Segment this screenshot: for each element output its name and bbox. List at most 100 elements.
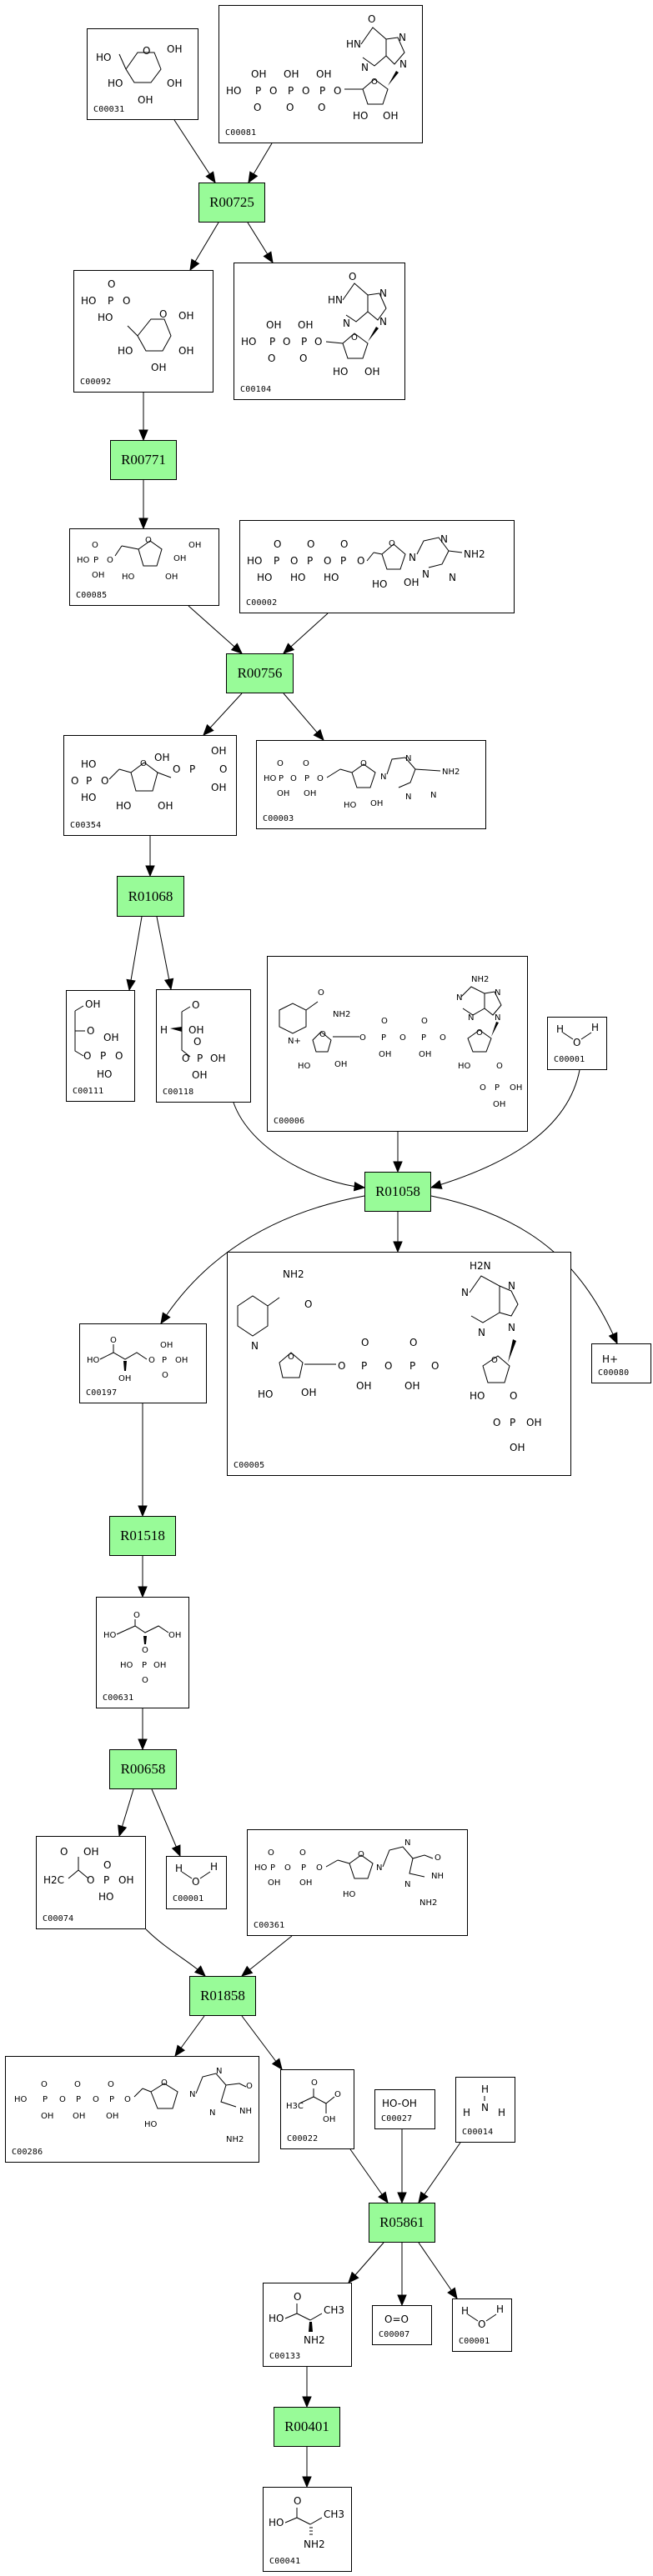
svg-text:OH: OH (379, 1050, 391, 1059)
compound-node[interactable]: O HO P O HO O OH HO OH OH C00092 (73, 270, 213, 393)
compound-node[interactable]: NH2 O N O HO OH O P O P O O O OH OH H2N … (227, 1252, 571, 1476)
svg-text:N: N (251, 1340, 259, 1352)
svg-text:HO: HO (81, 792, 96, 803)
compound-node[interactable]: HO O P O HO O OH OH O P O OH HO OH C0035… (63, 735, 237, 836)
compound-id: C00111 (73, 1087, 104, 1096)
compound-node[interactable]: O HO CH3 NH2 C00133 (263, 2283, 352, 2367)
compound-node[interactable]: H O H C00001 (452, 2298, 512, 2352)
svg-text:O: O (294, 2291, 301, 2303)
svg-text:OH: OH (92, 571, 104, 580)
svg-text:HO-OH: HO-OH (382, 2098, 417, 2109)
compound-node[interactable]: H O H C00001 (166, 1856, 227, 1909)
compound-node[interactable]: O OH H2C O P OH O HO C00074 (36, 1836, 146, 1929)
compound-id: C00085 (76, 591, 108, 600)
compound-node[interactable]: OH O OH O P O HO C00111 (66, 990, 135, 1102)
svg-text:O: O (318, 102, 325, 113)
svg-text:NH2: NH2 (471, 975, 489, 984)
compound-node[interactable]: O H3C O OH C00022 (280, 2069, 354, 2149)
svg-text:OH: OH (404, 577, 419, 588)
svg-text:HO: HO (77, 556, 90, 565)
reaction-node[interactable]: R00401 (274, 2407, 340, 2447)
svg-text:OH: OH (323, 2115, 335, 2124)
svg-text:OH: OH (160, 1341, 173, 1350)
svg-text:P: P (495, 1083, 500, 1093)
compound-node[interactable]: HO-OH C00027 (374, 2089, 435, 2129)
svg-text:HO: HO (241, 336, 256, 348)
svg-text:O: O (268, 353, 275, 364)
svg-text:O: O (103, 1859, 111, 1871)
reaction-node[interactable]: R01058 (364, 1172, 431, 1212)
svg-text:HO: HO (87, 1356, 100, 1365)
compound-id: C00354 (70, 821, 102, 830)
svg-text:O: O (338, 1360, 345, 1372)
svg-text:O: O (381, 1017, 388, 1026)
compound-node[interactable]: O O O HO P O P O P O OH OH OH O N N O NH… (5, 2056, 259, 2163)
reaction-node[interactable]: R01068 (117, 876, 184, 917)
structure-2-phosphoglycerate: O HO OH O HO P OH O (103, 1611, 181, 1685)
compound-node[interactable]: O=O C00007 (372, 2305, 432, 2345)
structure-phosphoenolpyruvate: O OH H2C O P OH O HO (43, 1846, 133, 1903)
compound-node[interactable]: O HO P O OH O OH OH HO OH C00085 (69, 528, 219, 606)
svg-text:O: O (314, 336, 322, 348)
svg-text:O: O (573, 1037, 580, 1048)
svg-text:OH: OH (167, 43, 182, 55)
arrowhead (248, 171, 259, 184)
compound-id: C00133 (269, 2352, 301, 2361)
arrowhead (348, 2271, 359, 2283)
reaction-node[interactable]: R01858 (189, 1976, 256, 2016)
svg-text:P: P (381, 1033, 386, 1043)
svg-text:O: O (324, 555, 331, 567)
compound-node[interactable]: OH OH OH HO P O P O P O O O O O O HN N N… (219, 5, 423, 143)
compound-node[interactable]: O NH2 N+ O HO OH O P O P O O O OH OH NH2… (267, 956, 528, 1132)
svg-text:O: O (299, 1848, 306, 1858)
svg-text:O: O (284, 1863, 291, 1873)
compound-node[interactable]: O HO CH3 NH2 C00041 (263, 2487, 352, 2572)
svg-text:O: O (368, 13, 375, 25)
svg-text:NH2: NH2 (333, 1010, 350, 1019)
svg-text:N: N (495, 1013, 500, 1023)
reaction-node[interactable]: R01518 (109, 1516, 176, 1556)
svg-text:OH: OH (277, 789, 289, 798)
svg-text:OH: OH (419, 1050, 431, 1059)
compound-node[interactable]: H H N H C00014 (455, 2077, 515, 2143)
svg-text:O: O (431, 1360, 439, 1372)
svg-text:P: P (189, 763, 195, 775)
svg-text:H: H (160, 1024, 168, 1036)
compound-node[interactable]: H O H C00001 (547, 1017, 607, 1070)
compound-id: C00002 (246, 598, 278, 608)
svg-text:P: P (510, 1417, 515, 1428)
svg-text:O: O (421, 1017, 428, 1026)
compound-node[interactable]: O O HO P O P O OH OH O N N NH2 N N HO OH… (256, 740, 486, 829)
reaction-node[interactable]: R00658 (109, 1749, 177, 1789)
compound-node[interactable]: O HO OH O P OH OH O C00197 (79, 1323, 207, 1403)
structure-ammonia: H H N H (463, 2083, 505, 2118)
svg-text:O: O (290, 555, 298, 567)
compound-node[interactable]: O O HO P O P O OH OH O N N O NH N NH2 HO… (247, 1829, 468, 1936)
compound-node[interactable]: O H OH O O P OH OH C00118 (156, 989, 251, 1103)
compound-node[interactable]: OH OH HO P O P O O O O HN N N N O HO OH … (234, 263, 405, 400)
svg-text:NH2: NH2 (283, 1268, 304, 1280)
structure-oxygen: O=O (384, 2313, 409, 2325)
svg-text:HO: HO (353, 110, 368, 122)
reaction-node[interactable]: R00756 (226, 653, 294, 693)
svg-text:O: O (358, 1850, 364, 1859)
svg-text:O: O (108, 278, 115, 290)
arrowhead (393, 1161, 403, 1173)
reaction-node[interactable]: R00771 (110, 440, 177, 480)
compound-id: C00027 (381, 2114, 413, 2123)
structure-fructose-6-phosphate: O HO P O OH O OH OH HO OH (77, 536, 201, 582)
reaction-node[interactable]: R00725 (198, 183, 265, 223)
compound-node[interactable]: HO O OH HO OH OH C00031 (87, 28, 198, 120)
svg-text:O: O (83, 1050, 91, 1062)
reaction-node[interactable]: R05861 (369, 2203, 435, 2243)
svg-text:O: O (389, 539, 395, 548)
svg-text:O: O (510, 1390, 517, 1402)
svg-text:O: O (290, 774, 297, 783)
compound-node[interactable]: O HO OH O HO P OH O C00631 (96, 1597, 189, 1708)
compound-node[interactable]: H+ C00080 (591, 1343, 651, 1383)
svg-text:H: H (591, 1022, 599, 1033)
compound-node[interactable]: O O O HO P O P O P O HO HO HO O N N NH2 … (239, 520, 515, 613)
svg-text:P: P (301, 336, 307, 348)
svg-text:P: P (103, 1874, 109, 1886)
svg-text:O: O (371, 78, 378, 87)
